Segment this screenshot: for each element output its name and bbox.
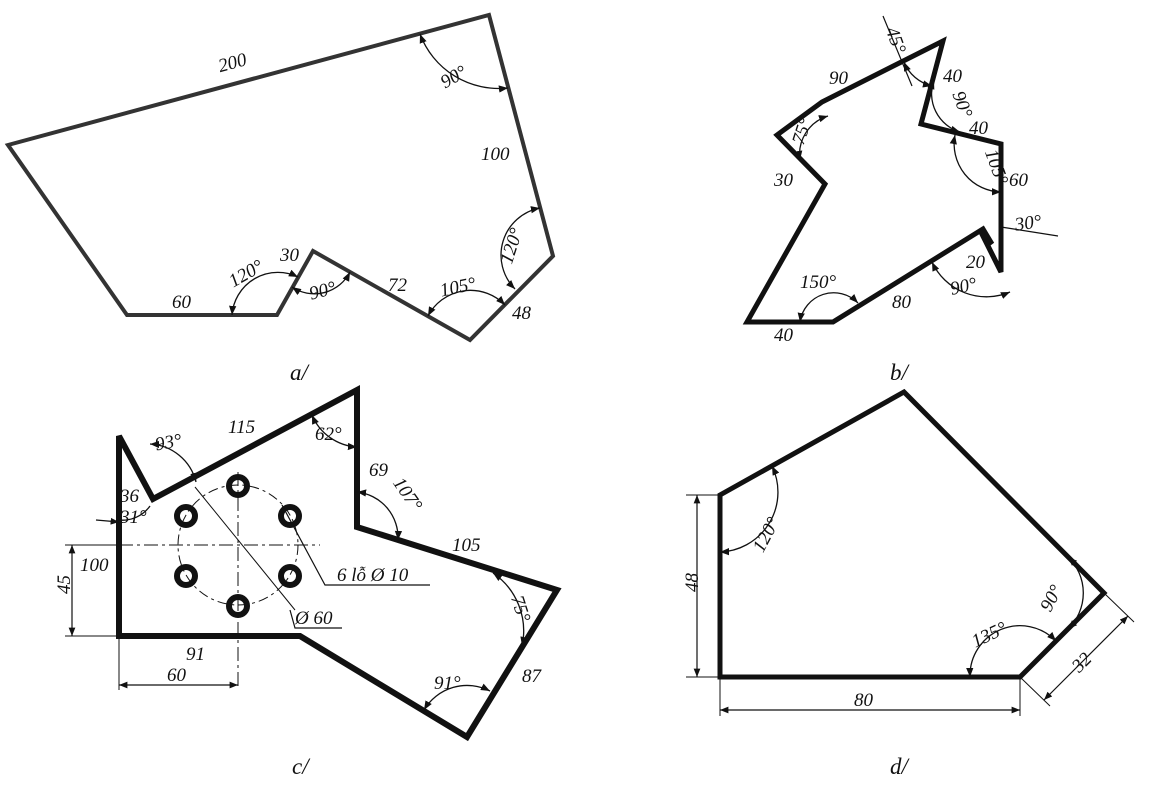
figure-c-arc-75 xyxy=(492,572,528,647)
figure-c-arc-31 xyxy=(118,505,151,521)
figure-c-label-100: 100 xyxy=(80,555,109,576)
figure-b-label-90: 90 xyxy=(829,68,849,89)
figure-c-arc-91 xyxy=(423,683,491,711)
figure-c-leader-holes xyxy=(281,504,430,586)
figure-a-label-200: 200 xyxy=(216,49,249,77)
figure-d-dim-32 xyxy=(1043,615,1129,701)
figure-a-arc-105 xyxy=(427,289,506,317)
figure-b-arc-45 xyxy=(903,61,933,88)
figure-b-label-90-upper: 90° xyxy=(947,88,976,121)
figure-b-outline xyxy=(742,36,1004,325)
figure-c-label-91-angle: 91° xyxy=(434,673,461,694)
figure-b-caption: b/ xyxy=(890,360,911,385)
figure-b-label-80: 80 xyxy=(892,292,912,313)
figure-c-arc-107 xyxy=(356,489,403,541)
hole-bottom-right xyxy=(278,564,302,588)
figure-c-dim-31-arrow xyxy=(95,517,120,525)
figure-b-ext-30 xyxy=(1000,226,1059,237)
figure-c-pitch-circle xyxy=(177,484,299,606)
figure-a-label-60: 60 xyxy=(172,292,192,313)
figure-d-label-80: 80 xyxy=(854,690,874,711)
figure-d-arc-135 xyxy=(966,625,1057,678)
figure-a-label-30: 30 xyxy=(279,245,300,266)
figure-d-label-32: 32 xyxy=(1067,648,1096,677)
figure-c-caption: c/ xyxy=(292,754,311,779)
figure-d-arc-90 xyxy=(1067,556,1084,630)
figure-c-label-62: 62° xyxy=(315,424,342,445)
figure-c-label-45: 45 xyxy=(54,575,75,594)
figure-b: 45° 90 40 90° 40 105° 60 30° 20 90° 80 1… xyxy=(742,15,1059,385)
figure-c-arc-93 xyxy=(149,440,198,483)
figure-b-label-40-bottom: 40 xyxy=(774,325,794,346)
figure-c-label-69: 69 xyxy=(369,460,389,481)
hole-top xyxy=(226,474,250,498)
figure-d-label-120: 120° xyxy=(749,514,785,556)
figure-c-arc-62 xyxy=(311,414,358,451)
figure-c-holes-label: 6 lỗ Ø 10 xyxy=(337,565,409,586)
figure-a-label-120-right: 120° xyxy=(496,225,527,266)
figure-a-label-100: 100 xyxy=(481,144,510,165)
figure-b-arc-105 xyxy=(949,134,1002,196)
figure-a-arc-120-right xyxy=(500,206,541,290)
figure-a-label-120-left: 120° xyxy=(225,256,267,292)
figure-b-label-30: 30° xyxy=(1013,211,1044,236)
figure-c-label-105: 105 xyxy=(452,535,481,556)
figure-a-arc-120-left xyxy=(229,269,299,316)
figure-c-label-75: 75° xyxy=(506,593,534,625)
hole-top-left xyxy=(174,504,198,528)
figure-d-label-135: 135° xyxy=(968,618,1010,652)
figure-c-holes xyxy=(174,474,302,618)
figure-a-label-105: 105° xyxy=(438,273,478,301)
figure-a-arc-90-notch xyxy=(291,271,351,296)
figure-b-label-60: 60 xyxy=(1009,170,1029,191)
figure-b-label-75: 75° xyxy=(788,115,816,147)
figure-c-label-36: 36 xyxy=(119,486,140,507)
figure-b-label-45: 45° xyxy=(881,24,910,57)
figure-d-ext-32-a xyxy=(1103,592,1135,623)
figure-c-leader-pcd xyxy=(289,609,342,629)
figure-b-arc-150 xyxy=(797,292,859,323)
figure-b-label-40-top: 40 xyxy=(943,66,963,87)
figure-a-label-90-notch: 90° xyxy=(307,277,339,304)
figure-b-label-30-left: 30 xyxy=(773,170,794,191)
figure-b-label-105: 105° xyxy=(980,146,1012,187)
figure-b-label-40-mid: 40 xyxy=(969,118,989,139)
figure-c-label-107: 107° xyxy=(388,474,426,516)
figure-a: 200 90° 100 120° 48 105° 72 90° 30 120° … xyxy=(4,12,556,385)
figure-c-diag-line xyxy=(194,486,296,611)
figure-d-arc-120 xyxy=(719,465,780,556)
figure-a-arc-90 xyxy=(419,33,509,93)
figure-b-arc-90 xyxy=(927,79,961,133)
figure-c-label-87: 87 xyxy=(522,666,543,687)
figure-a-label-48: 48 xyxy=(512,303,532,324)
figure-b-arc-90-low xyxy=(931,261,1011,299)
figure-c-label-60: 60 xyxy=(167,665,187,686)
figure-a-caption: a/ xyxy=(290,360,311,385)
figure-d-caption: d/ xyxy=(890,754,911,779)
figure-d-ext-32-b xyxy=(1019,676,1051,707)
figure-a-label-72: 72 xyxy=(388,275,408,296)
figure-c-label-115: 115 xyxy=(228,417,255,438)
figure-c-label-31: 31° xyxy=(119,507,147,528)
hole-bottom-left xyxy=(174,564,198,588)
hole-bottom xyxy=(226,594,250,618)
figure-b-label-150: 150° xyxy=(800,272,837,293)
figure-c-label-93: 93° xyxy=(153,430,183,455)
figure-b-arc-75 xyxy=(795,115,829,161)
figure-c-outline xyxy=(116,384,562,742)
figure-c: 115 93° 62° 69 107° 105 75° 87 91° 91 60… xyxy=(54,384,562,779)
figure-d: 120° 48 80 135° 90° 32 d/ xyxy=(682,388,1135,779)
hole-top-right xyxy=(278,504,302,528)
figure-d-label-48: 48 xyxy=(682,573,703,593)
figure-b-label-20: 20 xyxy=(966,252,986,273)
figure-c-label-91: 91 xyxy=(186,644,205,665)
figure-c-pcd-label: Ø 60 xyxy=(294,608,333,629)
figure-d-label-90: 90° xyxy=(1036,581,1067,615)
